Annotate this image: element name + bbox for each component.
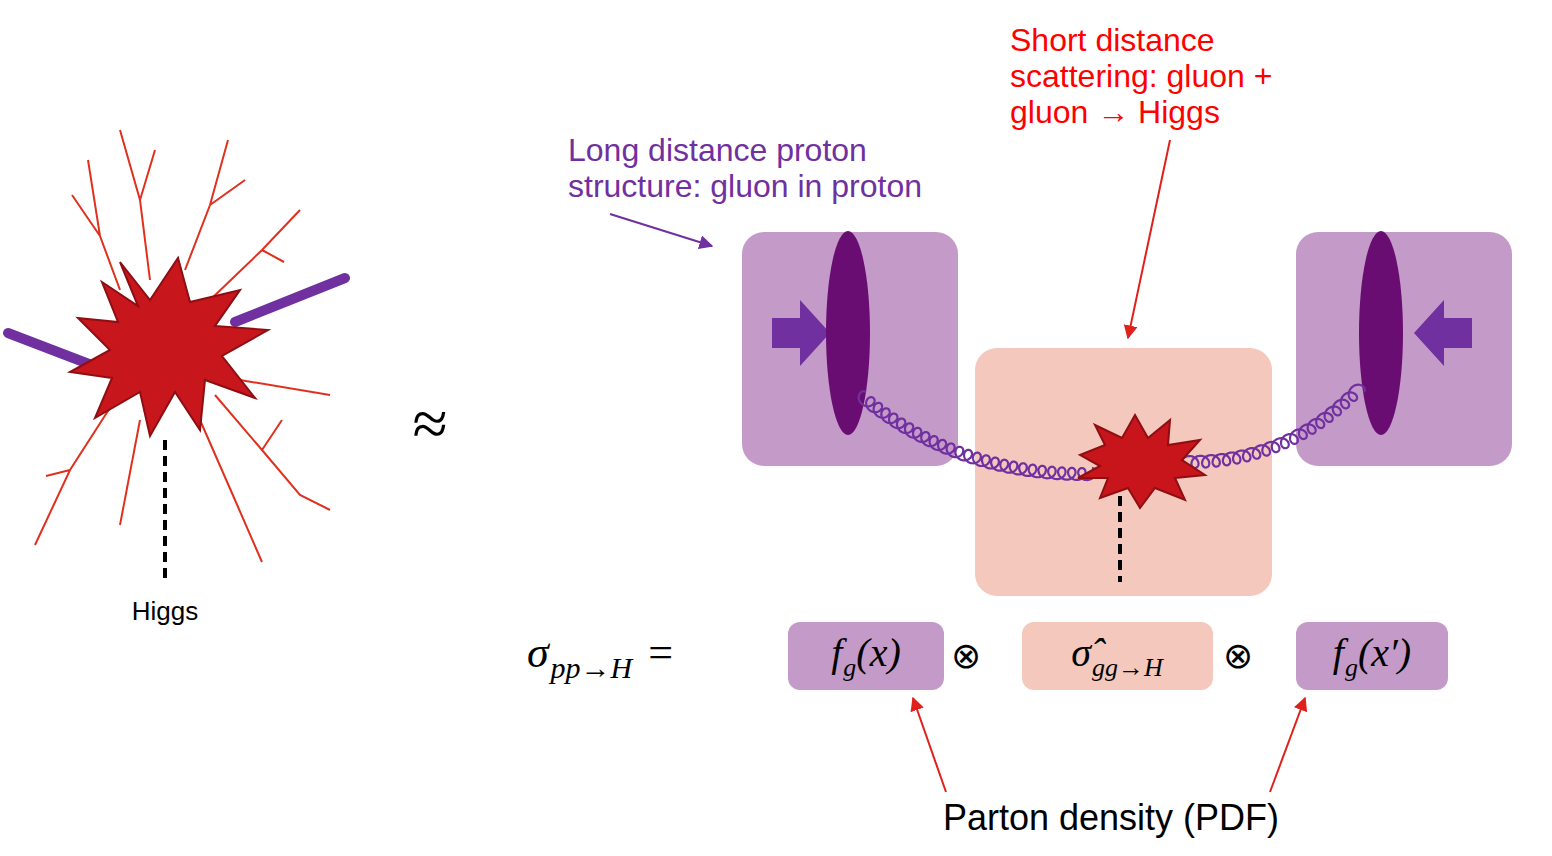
- formula-box: fg(x′): [1296, 622, 1448, 690]
- gluon-line: [1181, 385, 1365, 468]
- beam-arrow: [1414, 300, 1472, 366]
- approx-symbol: ≈: [412, 388, 447, 459]
- collision-star: [70, 258, 268, 436]
- math-symbol: (x′): [1358, 630, 1411, 675]
- formula-box: σ̂gg→H: [1022, 622, 1213, 690]
- higgs-line: [1118, 496, 1122, 582]
- leader-arrow: [1128, 140, 1170, 338]
- label-group: σpp→H =: [527, 627, 673, 686]
- label-group: ⊗: [951, 634, 981, 677]
- equals-sign: =: [648, 628, 673, 677]
- higgs-line: [163, 440, 167, 580]
- label-group: Higgs: [132, 596, 198, 627]
- leader-arrow: [610, 214, 712, 246]
- beam-arrow: [772, 300, 830, 366]
- formula-term: σ̂gg→H: [1071, 629, 1163, 682]
- convolution-symbol: ⊗: [1223, 635, 1253, 676]
- math-subscript: pp→H: [551, 650, 633, 683]
- proton-panel: [742, 232, 958, 466]
- convolution-symbol: ⊗: [951, 635, 981, 676]
- math-symbol: (x): [856, 630, 900, 675]
- label-group: Parton density (PDF): [943, 796, 1279, 839]
- math-subscript: gg→H: [1092, 653, 1163, 682]
- math-symbol: f: [831, 630, 842, 675]
- proton-ellipse: [1359, 231, 1403, 435]
- math-subscript: g: [1345, 653, 1358, 682]
- particle-label: Higgs: [132, 596, 198, 626]
- gluon-line: [859, 391, 1096, 480]
- formula-term: fg(x′): [1333, 629, 1411, 682]
- label-group: ⊗: [1223, 634, 1253, 677]
- jets: [35, 130, 330, 562]
- annotation: Long distance proton structure: gluon in…: [568, 132, 922, 204]
- leader-arrow: [1270, 698, 1305, 792]
- math-symbol: σ̂: [1071, 630, 1091, 675]
- formula-term: fg(x): [831, 629, 901, 682]
- annotation: Parton density (PDF): [943, 797, 1279, 838]
- annotation: Short distance scattering: gluon + gluon…: [1010, 22, 1272, 130]
- math-subscript: g: [843, 653, 856, 682]
- math-symbol: f: [1333, 630, 1344, 675]
- scattering-star: [1078, 415, 1205, 508]
- formula-box: fg(x): [788, 622, 944, 690]
- label-group: ≈: [412, 386, 447, 463]
- math-symbol: σ: [527, 628, 549, 677]
- leader-arrow: [913, 698, 946, 792]
- label-group: Long distance proton structure: gluon in…: [568, 132, 948, 204]
- proton-panel: [1296, 232, 1512, 466]
- label-group: Short distance scattering: gluon + gluon…: [1010, 22, 1350, 130]
